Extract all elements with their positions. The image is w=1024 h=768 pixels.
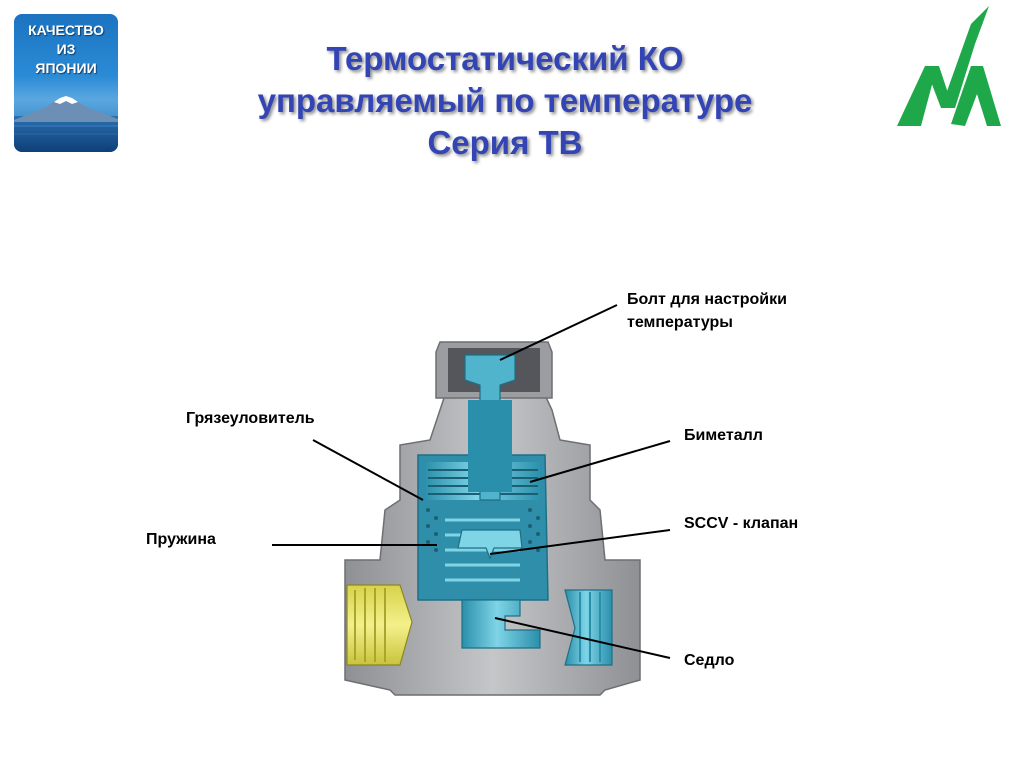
label-bolt-line2: температуры [627,314,733,331]
badge-text-line3: ЯПОНИИ [35,60,97,76]
badge-text-line2: ИЗ [56,41,76,57]
title-line1: Термостатический КО [326,40,684,77]
leader-lines [272,304,671,659]
green-m-logo-icon [897,6,1001,126]
inlet-thread [346,584,413,666]
leader-dirt-catcher [312,439,424,501]
label-temperature-bolt: Болт для настройки температуры [627,288,847,334]
label-seat: Седло [684,652,735,669]
internal-chamber [417,354,549,649]
label-dirt-catcher: Грязеуловитель [186,410,315,427]
label-spring: Пружина [146,531,216,548]
quality-badge: КАЧЕСТВО ИЗ ЯПОНИИ [0,0,133,168]
label-bimetal: Биметалл [684,427,763,444]
label-sccv-valve: SCCV - клапан [684,515,799,532]
badge-text-line1: КАЧЕСТВО [28,22,104,38]
mount-fuji-badge-icon: КАЧЕСТВО ИЗ ЯПОНИИ [14,14,118,152]
mountain-image [14,96,118,152]
leader-sccv [489,529,671,555]
label-bolt-line1: Болт для настройки [627,291,787,308]
page-title: Термостатический КО управляемый по темпе… [200,38,810,164]
leader-seat [494,617,671,659]
leader-bimetal [529,440,671,483]
leader-bolt [499,304,618,361]
title-line3: Серия ТВ [427,124,583,161]
outlet-thread [564,589,613,666]
title-line2: управляемый по температуре [257,82,753,119]
